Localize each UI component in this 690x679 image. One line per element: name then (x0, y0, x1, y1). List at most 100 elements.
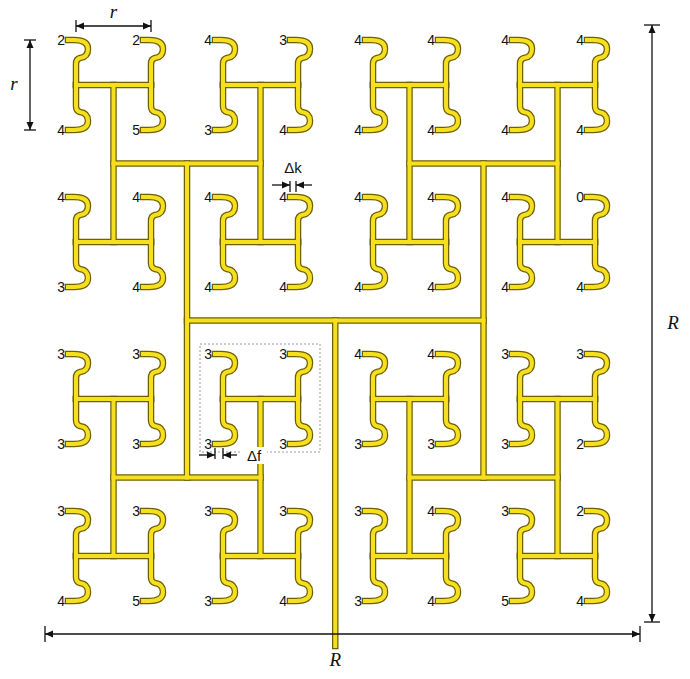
element-number: 4 (342, 278, 362, 296)
feed-line-outline (365, 85, 385, 130)
element-number: 4 (564, 121, 584, 139)
feed-line-outline (438, 197, 458, 242)
feed-line (143, 399, 163, 444)
feed-line-outline (438, 511, 458, 556)
feed-line-outline (438, 354, 458, 399)
feed-line (512, 197, 532, 242)
element-number: 3 (267, 345, 287, 363)
feed-line (438, 85, 458, 130)
extension-line (222, 448, 223, 459)
feed-line (290, 354, 310, 399)
extension-line (644, 24, 660, 25)
feed-line (215, 85, 235, 130)
extension-line (150, 20, 151, 32)
feed-line (512, 85, 532, 130)
extension-line (644, 621, 660, 622)
element-number: 4 (564, 278, 584, 296)
element-number: 4 (45, 592, 65, 610)
feed-line-outline (512, 354, 532, 399)
element-number: 5 (120, 592, 140, 610)
feed-line-outline (143, 242, 163, 287)
element-number: 4 (267, 188, 287, 206)
element-number: 3 (342, 435, 362, 453)
feed-line (365, 511, 385, 556)
element-number: 3 (342, 502, 362, 520)
element-number: 3 (415, 435, 435, 453)
element-number: 4 (489, 31, 509, 49)
feed-line (365, 399, 385, 444)
feed-line (290, 399, 310, 444)
dimension-line (76, 25, 151, 26)
feed-line (68, 197, 88, 242)
feed-line-outline (290, 556, 310, 601)
feed-line-outline (587, 197, 607, 242)
element-number: 3 (45, 435, 65, 453)
element-number: 0 (564, 188, 584, 206)
arrow-head (207, 452, 215, 459)
feed-line (587, 399, 607, 444)
feed-line-outline (290, 197, 310, 242)
element-number: 3 (489, 435, 509, 453)
feed-line-outline (438, 399, 458, 444)
arrow-head (296, 182, 304, 189)
feed-line-outline (438, 40, 458, 85)
feed-line (68, 354, 88, 399)
extension-line (639, 626, 640, 642)
element-number: 4 (192, 278, 212, 296)
element-number: 4 (489, 121, 509, 139)
feed-line-outline (365, 399, 385, 444)
element-number: 4 (415, 502, 435, 520)
feed-line (512, 556, 532, 601)
feed-line-outline (215, 197, 235, 242)
feed-line (143, 85, 163, 130)
feed-line (587, 40, 607, 85)
element-number: 4 (415, 188, 435, 206)
feed-line-outline (215, 399, 235, 444)
feed-line (438, 399, 458, 444)
element-number: 4 (342, 345, 362, 363)
element-number: 2 (120, 31, 140, 49)
element-number: 3 (342, 592, 362, 610)
feed-line (215, 399, 235, 444)
feed-line-outline (143, 556, 163, 601)
feed-line (215, 556, 235, 601)
element-number: 3 (120, 345, 140, 363)
feed-line-outline (215, 511, 235, 556)
element-number: 3 (192, 592, 212, 610)
feed-line (290, 85, 310, 130)
feed-line-outline (68, 242, 88, 287)
arrow-head (45, 631, 53, 638)
element-number: 2 (564, 502, 584, 520)
dimension-line (45, 633, 640, 634)
feed-line (215, 197, 235, 242)
feed-line (365, 242, 385, 287)
element-number: 4 (564, 592, 584, 610)
feed-line (290, 511, 310, 556)
feed-line-outline (332, 321, 339, 647)
dimension-line (29, 40, 30, 130)
feed-line (512, 40, 532, 85)
feed-line-outline (587, 40, 607, 85)
feed-line (333, 321, 337, 647)
feed-line-outline (365, 354, 385, 399)
feed-line (512, 399, 532, 444)
feed-line-outline (512, 40, 532, 85)
feed-line-outline (365, 511, 385, 556)
dimension-label: r (6, 74, 22, 94)
feed-line-outline (365, 197, 385, 242)
feed-line (438, 197, 458, 242)
feed-line (587, 556, 607, 601)
feed-line-outline (68, 556, 88, 601)
element-number: 3 (192, 502, 212, 520)
feed-line (438, 556, 458, 601)
arrow-head (76, 23, 84, 30)
element-number: 4 (415, 278, 435, 296)
feed-line (68, 556, 88, 601)
feed-line (290, 197, 310, 242)
feed-line (587, 197, 607, 242)
feed-line-outline (215, 556, 235, 601)
feed-line-outline (290, 242, 310, 287)
feed-line-outline (68, 40, 88, 85)
feed-line-outline (587, 556, 607, 601)
